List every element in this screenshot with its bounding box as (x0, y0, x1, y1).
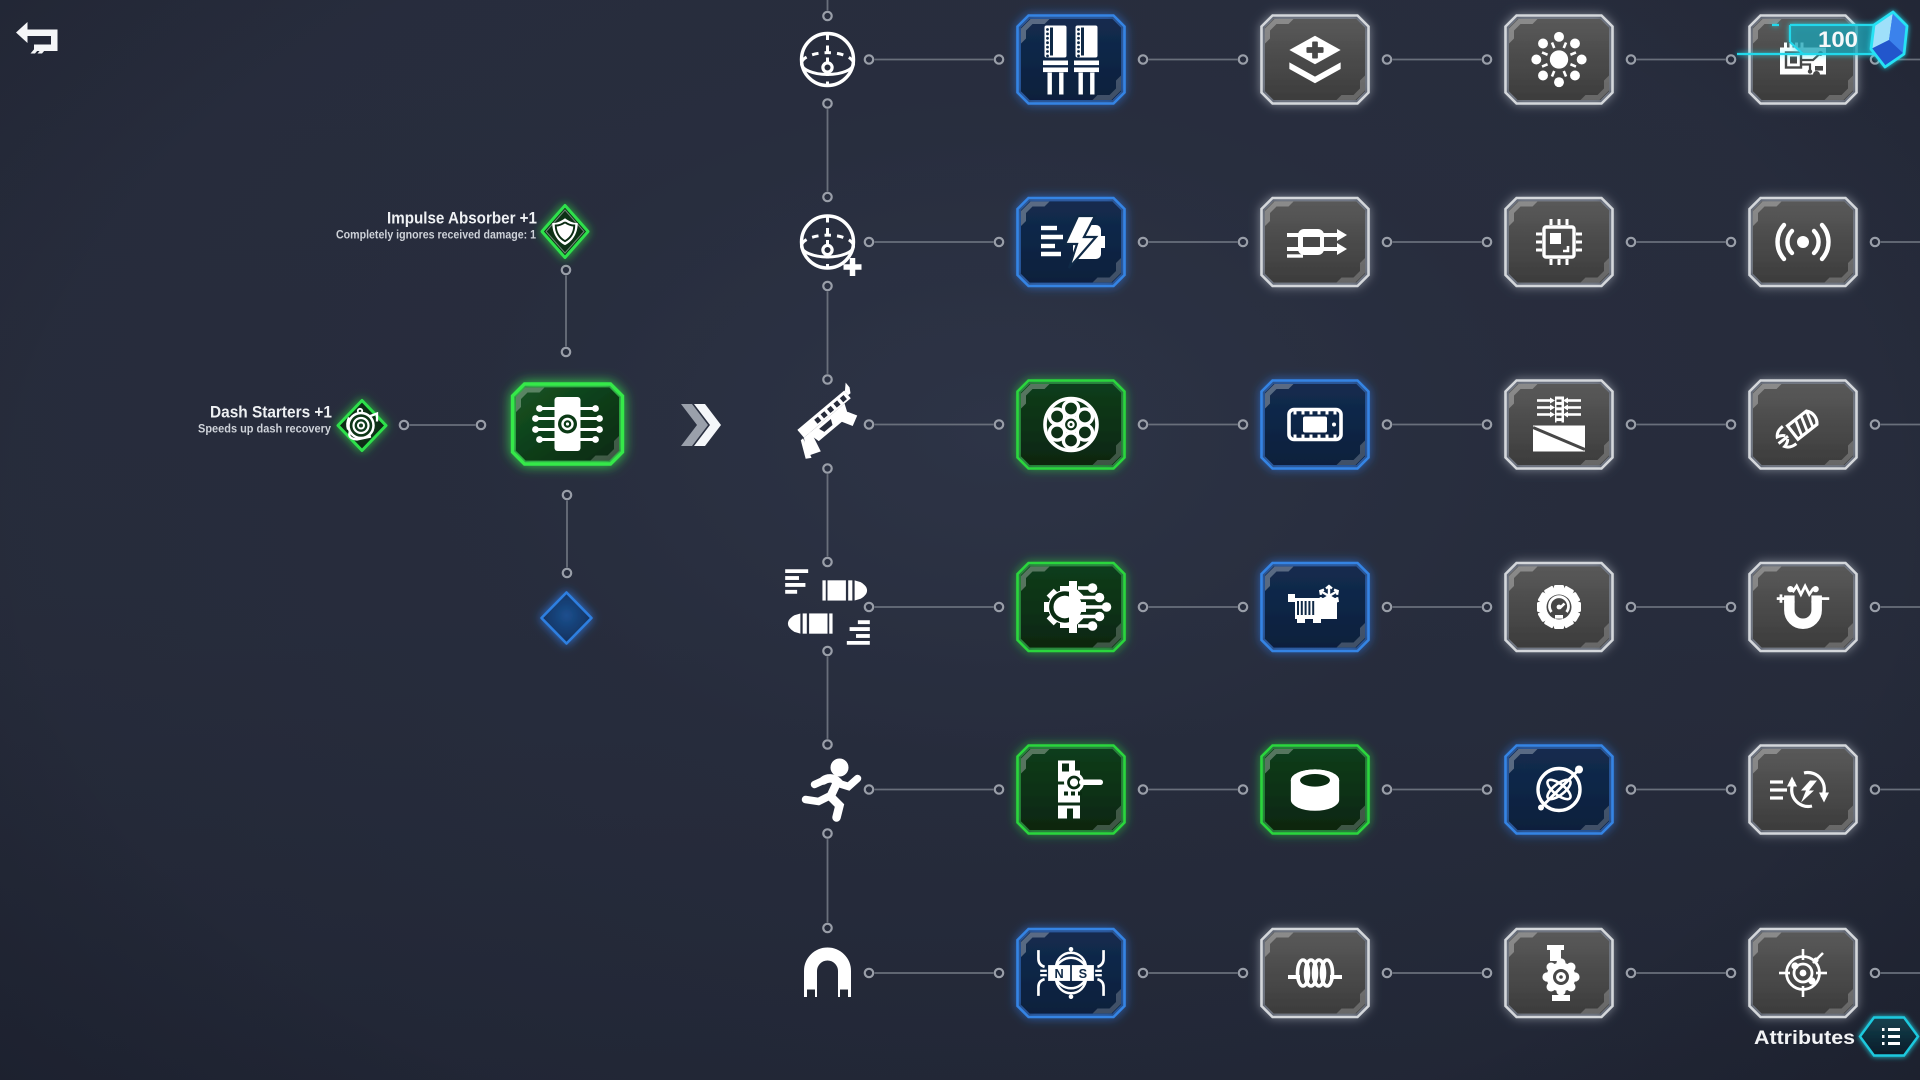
svg-text:Attributes: Attributes (1754, 1028, 1855, 1049)
svg-text:100: 100 (1818, 27, 1858, 52)
svg-text:Speeds up dash recovery: Speeds up dash recovery (198, 424, 332, 436)
svg-text:Dash Starters +1: Dash Starters +1 (210, 404, 332, 422)
svg-text:Completely ignores received da: Completely ignores received damage: 1 (336, 230, 537, 242)
svg-text:N: N (1055, 966, 1064, 981)
svg-text:S: S (1079, 966, 1088, 981)
svg-text:Impulse Absorber +1: Impulse Absorber +1 (387, 210, 537, 228)
